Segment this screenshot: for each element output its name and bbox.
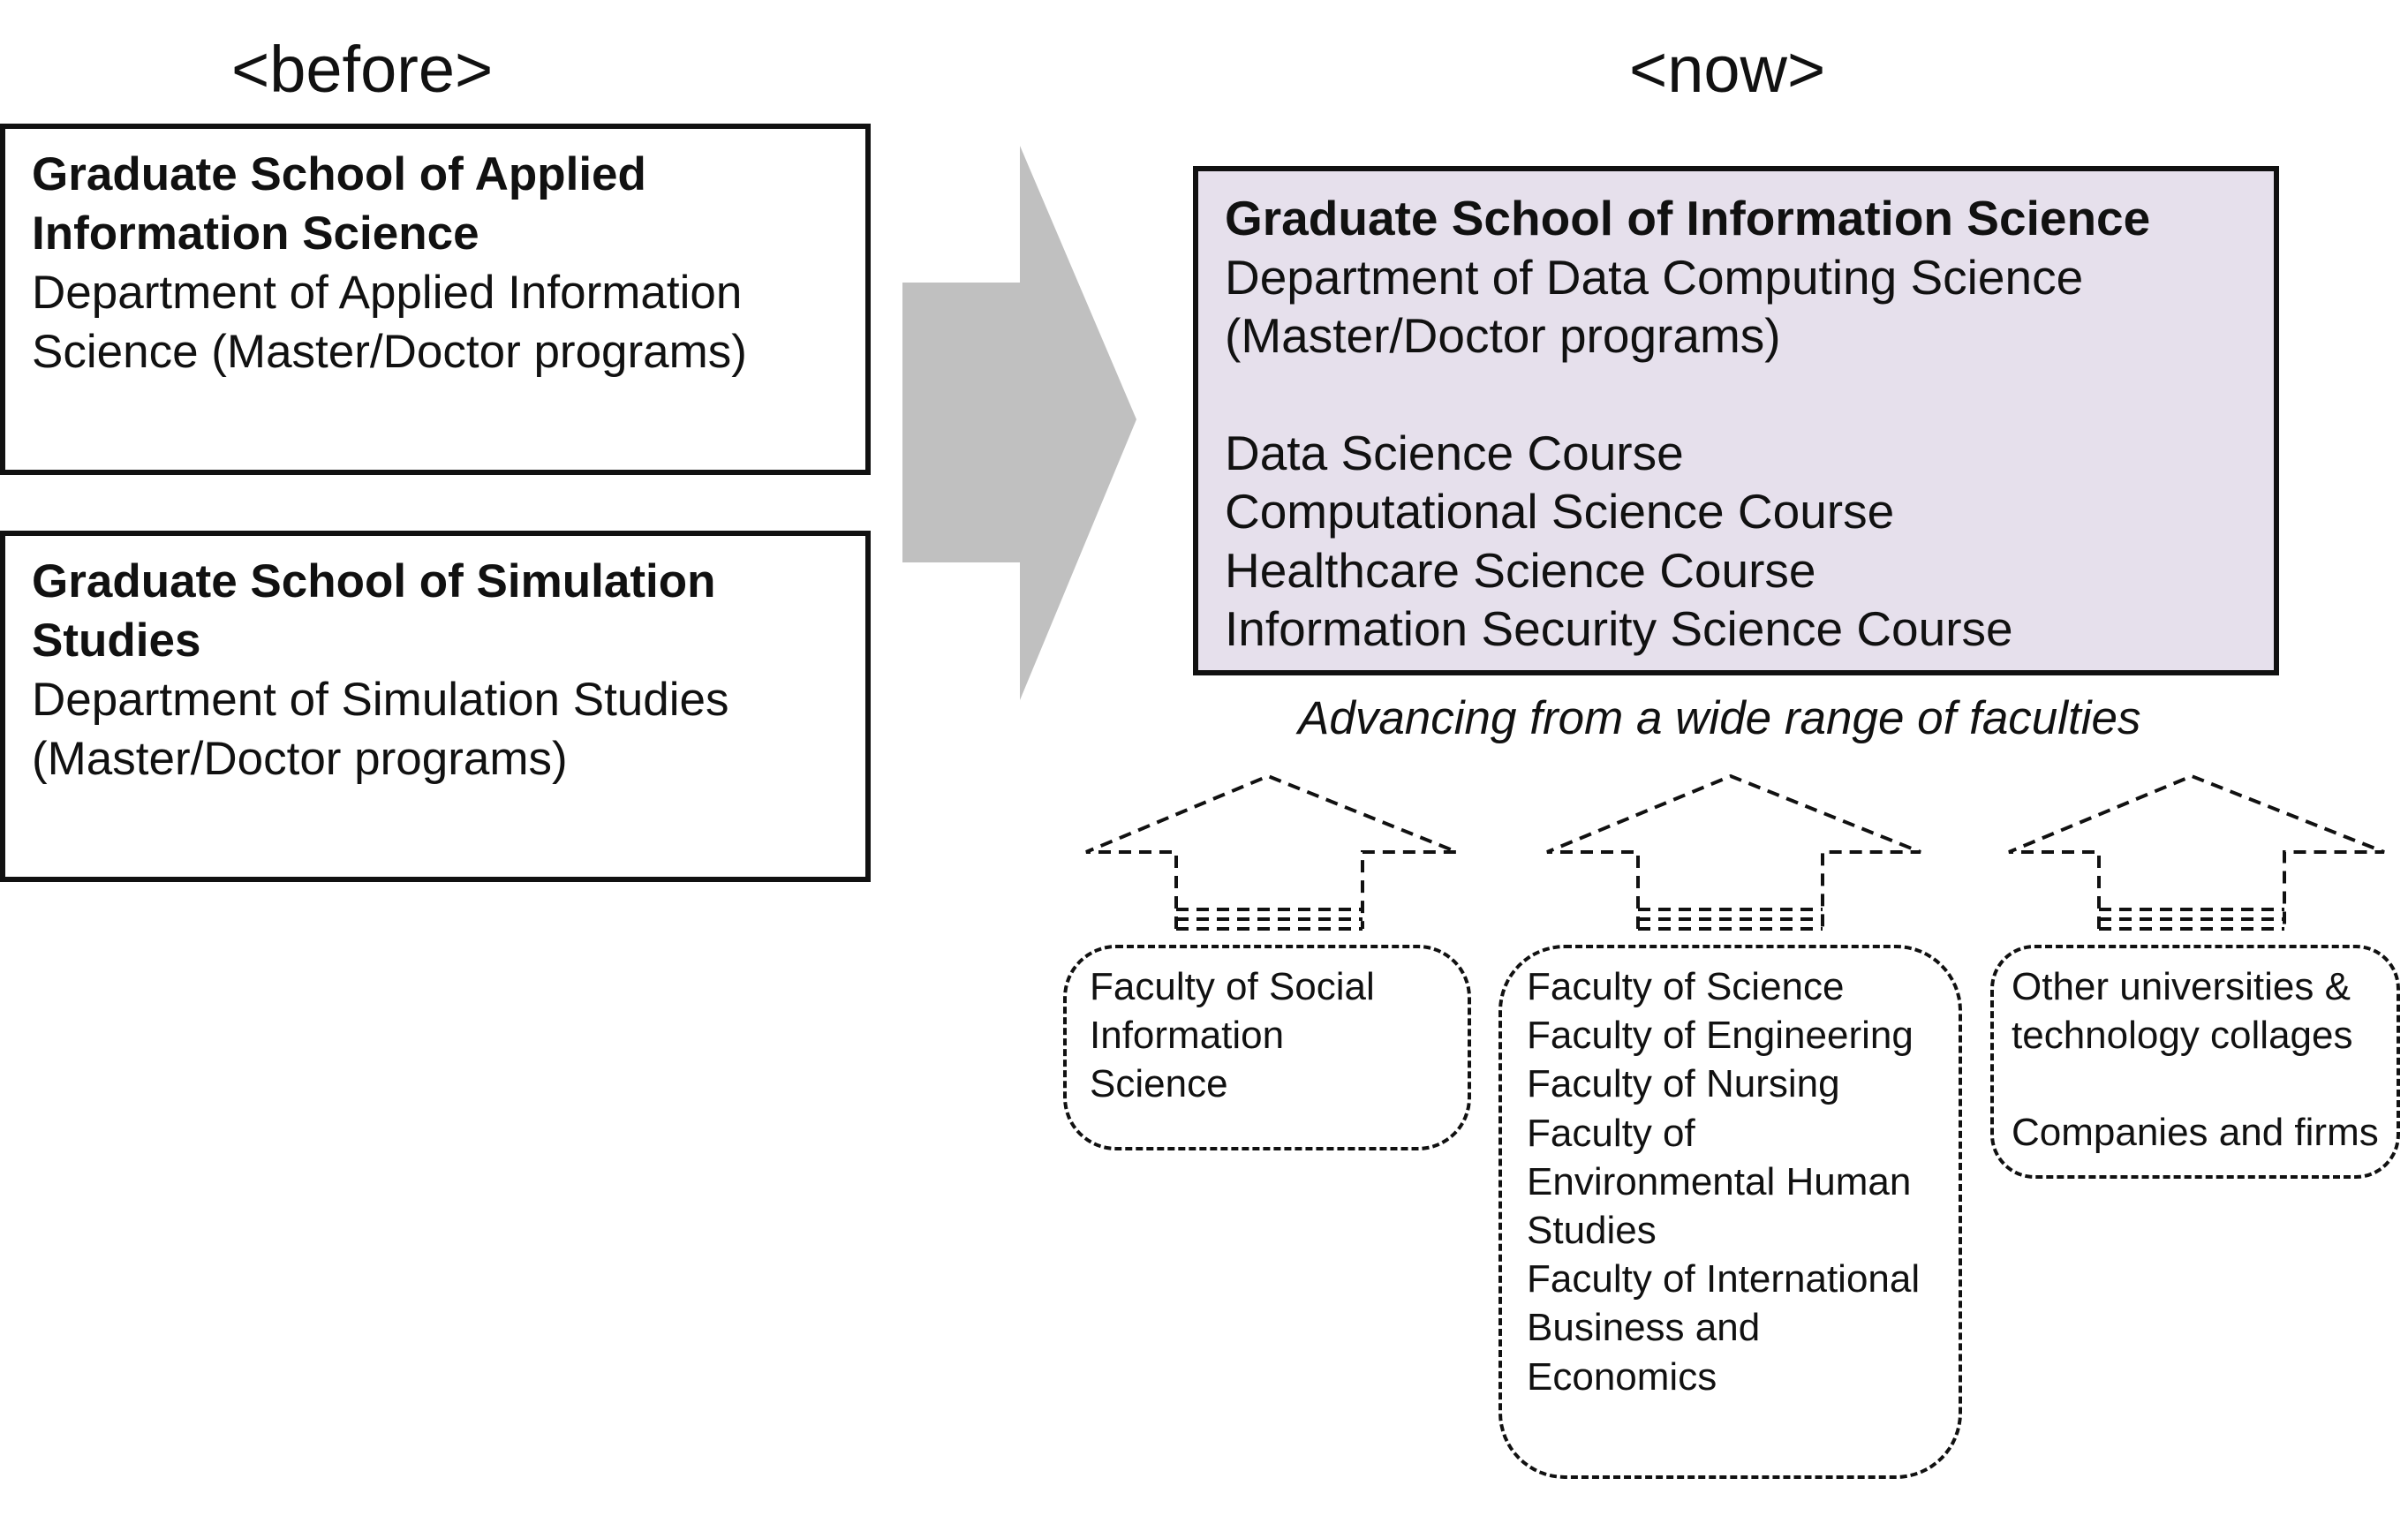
now-heading: <now> xyxy=(1629,33,1826,106)
source-line: Environmental Human xyxy=(1527,1159,1912,1203)
source-line: Other universities & xyxy=(2012,965,2351,1008)
school-title: Studies xyxy=(32,615,201,667)
course-item: Computational Science Course xyxy=(1225,484,1895,539)
department-line: (Master/Doctor programs) xyxy=(1225,308,1781,363)
source-line: technology collages xyxy=(2012,1014,2353,1058)
transition-arrow xyxy=(902,146,1136,700)
source-line xyxy=(2012,1060,2397,1108)
old-school-applied-information-science: Graduate School of Applied Information S… xyxy=(0,124,871,475)
source-line: Faculty of Science xyxy=(1527,965,1845,1008)
school-title: Graduate School of Simulation xyxy=(32,555,716,607)
source-line: Faculty of Engineering xyxy=(1527,1014,1914,1058)
school-title: Graduate School of Information Science xyxy=(1225,191,2151,245)
source-line: Faculty of Social xyxy=(1090,965,1375,1008)
inflow-arrow-3 xyxy=(2008,773,2385,931)
inflow-caption: Advancing from a wide range of faculties xyxy=(1298,692,2141,744)
source-line: Economics xyxy=(1527,1354,1717,1399)
inflow-arrow-1 xyxy=(1085,773,1458,931)
source-box-social-information: Faculty of Social Information Science xyxy=(1063,945,1471,1150)
course-item: Data Science Course xyxy=(1225,425,1684,480)
inflow-arrow-2 xyxy=(1546,773,1921,931)
department-line: Department of Applied Information xyxy=(32,267,743,319)
source-line: Faculty of xyxy=(1527,1111,1695,1155)
spacer xyxy=(1225,366,2274,424)
source-line: Business and xyxy=(1527,1306,1761,1350)
new-school-information-science: Graduate School of Information Science D… xyxy=(1193,166,2279,675)
department-line: Department of Simulation Studies xyxy=(32,674,729,726)
source-line: Information xyxy=(1090,1014,1285,1058)
source-line: Faculty of Nursing xyxy=(1527,1062,1840,1106)
school-title: Information Science xyxy=(32,207,479,260)
before-heading: <before> xyxy=(231,33,494,106)
course-item: Healthcare Science Course xyxy=(1225,542,1816,598)
source-line: Studies xyxy=(1527,1209,1657,1253)
department-line: Department of Data Computing Science xyxy=(1225,249,2084,305)
department-line: (Master/Doctor programs) xyxy=(32,733,568,785)
source-box-external: Other universities & technology collages… xyxy=(1990,945,2400,1179)
source-line: Science xyxy=(1090,1062,1228,1106)
old-school-simulation-studies: Graduate School of Simulation Studies De… xyxy=(0,531,871,882)
source-line: Companies and firms xyxy=(2012,1111,2379,1155)
source-box-faculties: Faculty of Science Faculty of Engineerin… xyxy=(1498,945,1962,1479)
department-line: Science (Master/Doctor programs) xyxy=(32,326,747,378)
source-line: Faculty of International xyxy=(1527,1257,1921,1301)
course-item: Information Security Science Course xyxy=(1225,601,2013,656)
school-title: Graduate School of Applied xyxy=(32,148,646,200)
